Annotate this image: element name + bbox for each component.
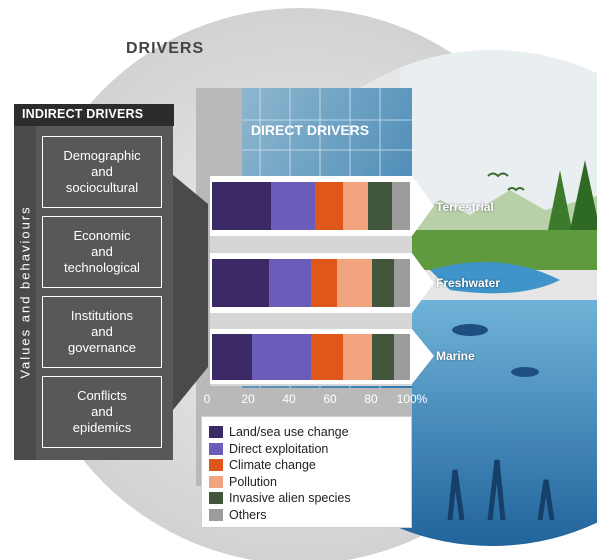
legend-label: Others xyxy=(229,507,267,522)
values-behaviours-label: Values and behaviours xyxy=(17,205,33,379)
legend-swatch xyxy=(209,426,223,438)
legend-item: Invasive alien species xyxy=(209,490,351,506)
indirect-drivers-banner xyxy=(14,104,174,126)
tree xyxy=(570,160,597,230)
fish xyxy=(452,324,488,336)
bar-segment-terrestrial-4 xyxy=(368,182,393,230)
bar-segment-freshwater-0 xyxy=(212,259,270,307)
legend-item: Pollution xyxy=(209,474,277,490)
indirect-driver-box: Conflicts and epidemics xyxy=(42,376,162,448)
bar-segment-terrestrial-3 xyxy=(342,182,369,230)
bar-segment-terrestrial-1 xyxy=(271,182,315,230)
bar-arrow-tip xyxy=(412,253,434,313)
bar-segment-freshwater-1 xyxy=(269,259,311,307)
x-tick-label: 0 xyxy=(203,392,211,406)
bar-segment-marine-3 xyxy=(342,334,373,380)
bar-arrow-tip xyxy=(412,329,434,384)
indirect-driver-box: Demographic and sociocultural xyxy=(42,136,162,208)
river xyxy=(430,262,560,294)
fish xyxy=(511,367,539,377)
x-tick-label: 40 xyxy=(282,392,296,406)
legend-item: Direct exploitation xyxy=(209,441,328,457)
bar-segment-freshwater-4 xyxy=(372,259,395,307)
legend-swatch xyxy=(209,475,223,488)
bar-segment-freshwater-3 xyxy=(336,259,373,307)
bar-segment-terrestrial-5 xyxy=(392,182,410,230)
legend-item: Land/sea use change xyxy=(209,424,349,440)
indirect-driver-box: Institutions and governance xyxy=(42,296,162,368)
bar-segment-terrestrial-0 xyxy=(212,182,272,230)
bar-segment-marine-2 xyxy=(311,334,343,380)
tree xyxy=(548,170,572,230)
sea xyxy=(400,300,597,546)
legend-label: Climate change xyxy=(229,458,316,472)
realm-label-marine: Marine xyxy=(436,349,475,363)
x-tick-label: 20 xyxy=(241,392,255,406)
drivers-title: DRIVERS xyxy=(126,40,205,57)
bar-segment-freshwater-5 xyxy=(394,259,410,307)
indirect-drivers-panel xyxy=(36,126,173,460)
indirect-to-direct-arrow xyxy=(173,175,208,410)
legend-label: Land/sea use change xyxy=(229,425,349,439)
coral xyxy=(447,459,555,521)
bar-segment-freshwater-2 xyxy=(311,259,337,307)
bar-segment-marine-5 xyxy=(394,334,410,380)
legend-label: Direct exploitation xyxy=(229,441,329,456)
legend-swatch xyxy=(209,459,223,471)
indirect-driver-box: Economic and technological xyxy=(42,216,162,288)
x-tick-label: 100% xyxy=(396,392,428,406)
x-tick-label: 60 xyxy=(323,392,337,406)
values-sidebar xyxy=(14,126,36,460)
legend-swatch xyxy=(209,492,223,504)
realm-label-terrestrial: Terrestrial xyxy=(436,200,494,214)
legend-label: Invasive alien species xyxy=(229,491,351,505)
direct-drivers-title: DIRECT DRIVERS xyxy=(250,122,370,138)
bar-arrow-tip xyxy=(412,176,434,236)
realm-label-freshwater: Freshwater xyxy=(436,276,501,290)
bar-segment-marine-1 xyxy=(251,334,311,380)
legend-item: Climate change xyxy=(209,457,316,473)
bar-segment-terrestrial-2 xyxy=(314,182,343,230)
legend-swatch xyxy=(209,442,223,455)
legend-item: Others xyxy=(209,507,267,523)
legend-label: Pollution xyxy=(229,474,277,489)
legend-swatch xyxy=(209,508,223,521)
bird-icon xyxy=(487,172,509,178)
x-tick-label: 80 xyxy=(364,392,378,406)
bar-segment-marine-0 xyxy=(212,334,252,380)
indirect-drivers-title: INDIRECT DRIVERS xyxy=(22,107,144,121)
bar-segment-marine-4 xyxy=(372,334,395,380)
bird-icon xyxy=(507,187,525,192)
